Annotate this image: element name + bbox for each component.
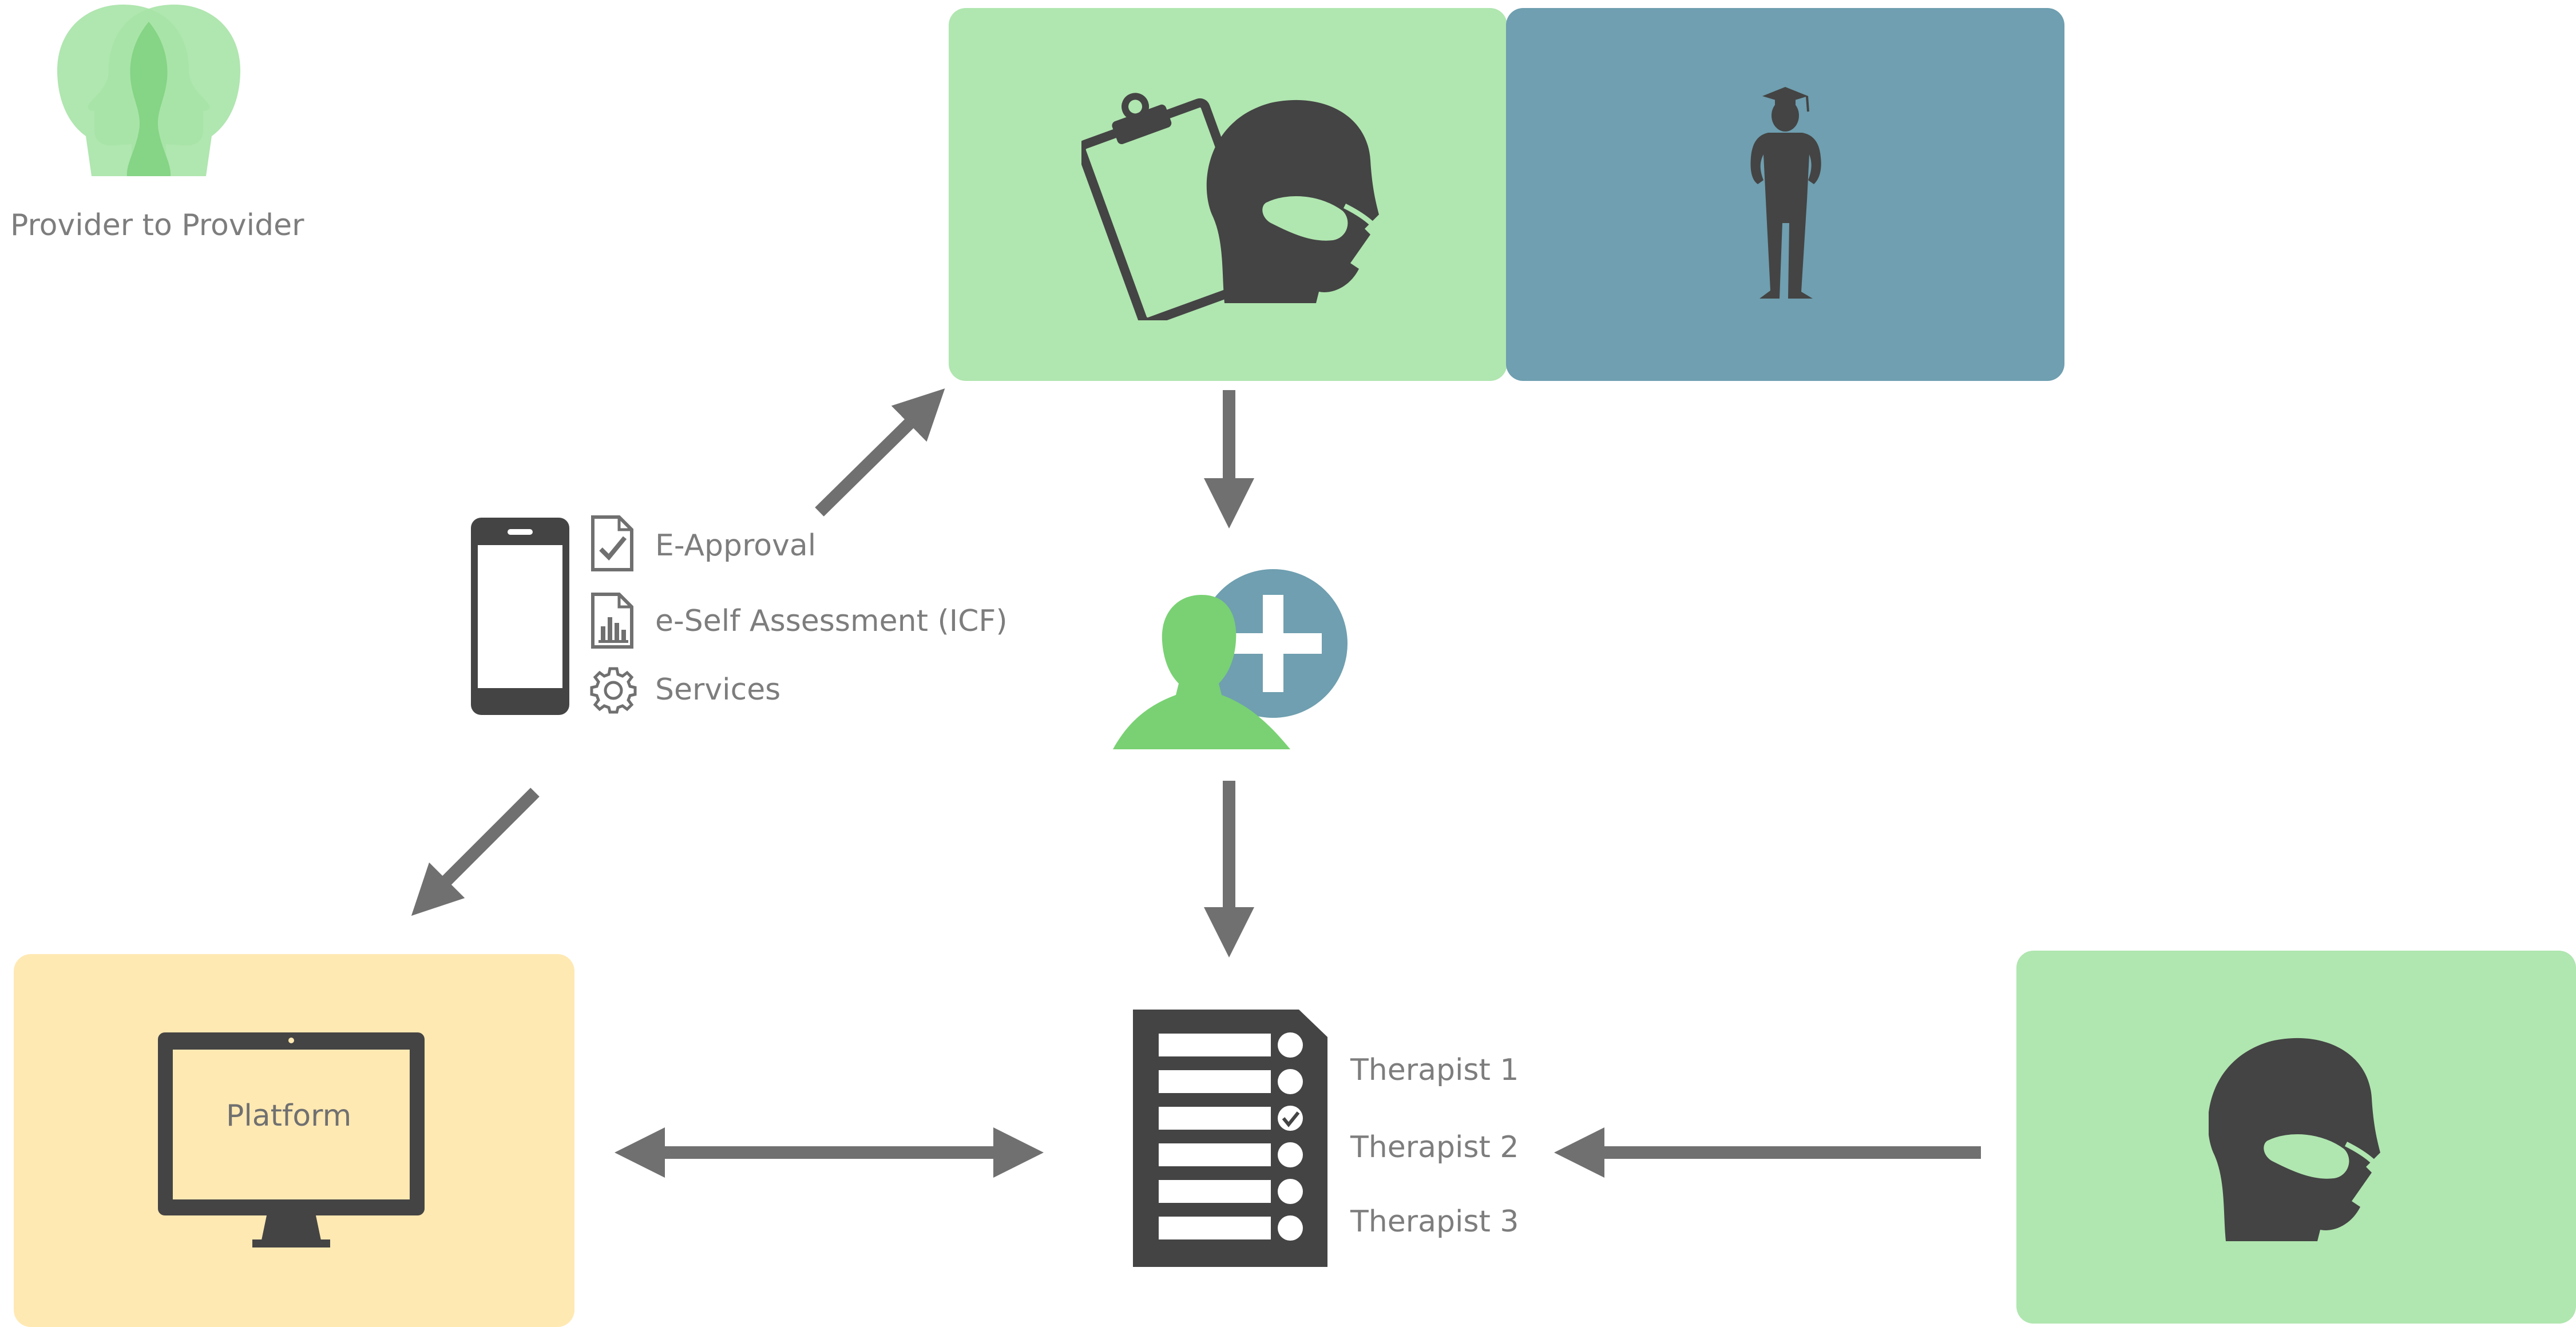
masked-head-icon <box>2209 1038 2386 1241</box>
menu-item-e-approval[interactable]: E-Approval <box>655 529 817 563</box>
therapist-3-label[interactable]: Therapist 3 <box>1350 1205 1519 1239</box>
arrow-phone-to-provider <box>815 388 945 517</box>
therapist-list-icon <box>1133 1010 1327 1267</box>
therapist-2-label[interactable]: Therapist 2 <box>1350 1130 1519 1165</box>
gear-icon <box>590 667 637 714</box>
menu-item-e-self-assessment[interactable]: e-Self Assessment (ICF) <box>655 604 1008 638</box>
menu-item-services[interactable]: Services <box>655 673 781 707</box>
clipboard-doctor-icon <box>1081 93 1385 320</box>
document-check-icon <box>591 515 633 571</box>
document-chart-icon <box>591 593 633 649</box>
platform-label: Platform <box>226 1099 352 1133</box>
two-heads-icon <box>57 5 240 176</box>
therapist-1-label[interactable]: Therapist 1 <box>1350 1053 1519 1087</box>
monitor-icon <box>158 1032 425 1247</box>
arrow-phone-to-platform <box>411 788 540 916</box>
legend-label: Provider to Provider <box>10 208 304 243</box>
mobile-phone-icon <box>471 518 569 715</box>
add-user-icon <box>1113 569 1348 749</box>
graduate-icon <box>1750 87 1821 299</box>
